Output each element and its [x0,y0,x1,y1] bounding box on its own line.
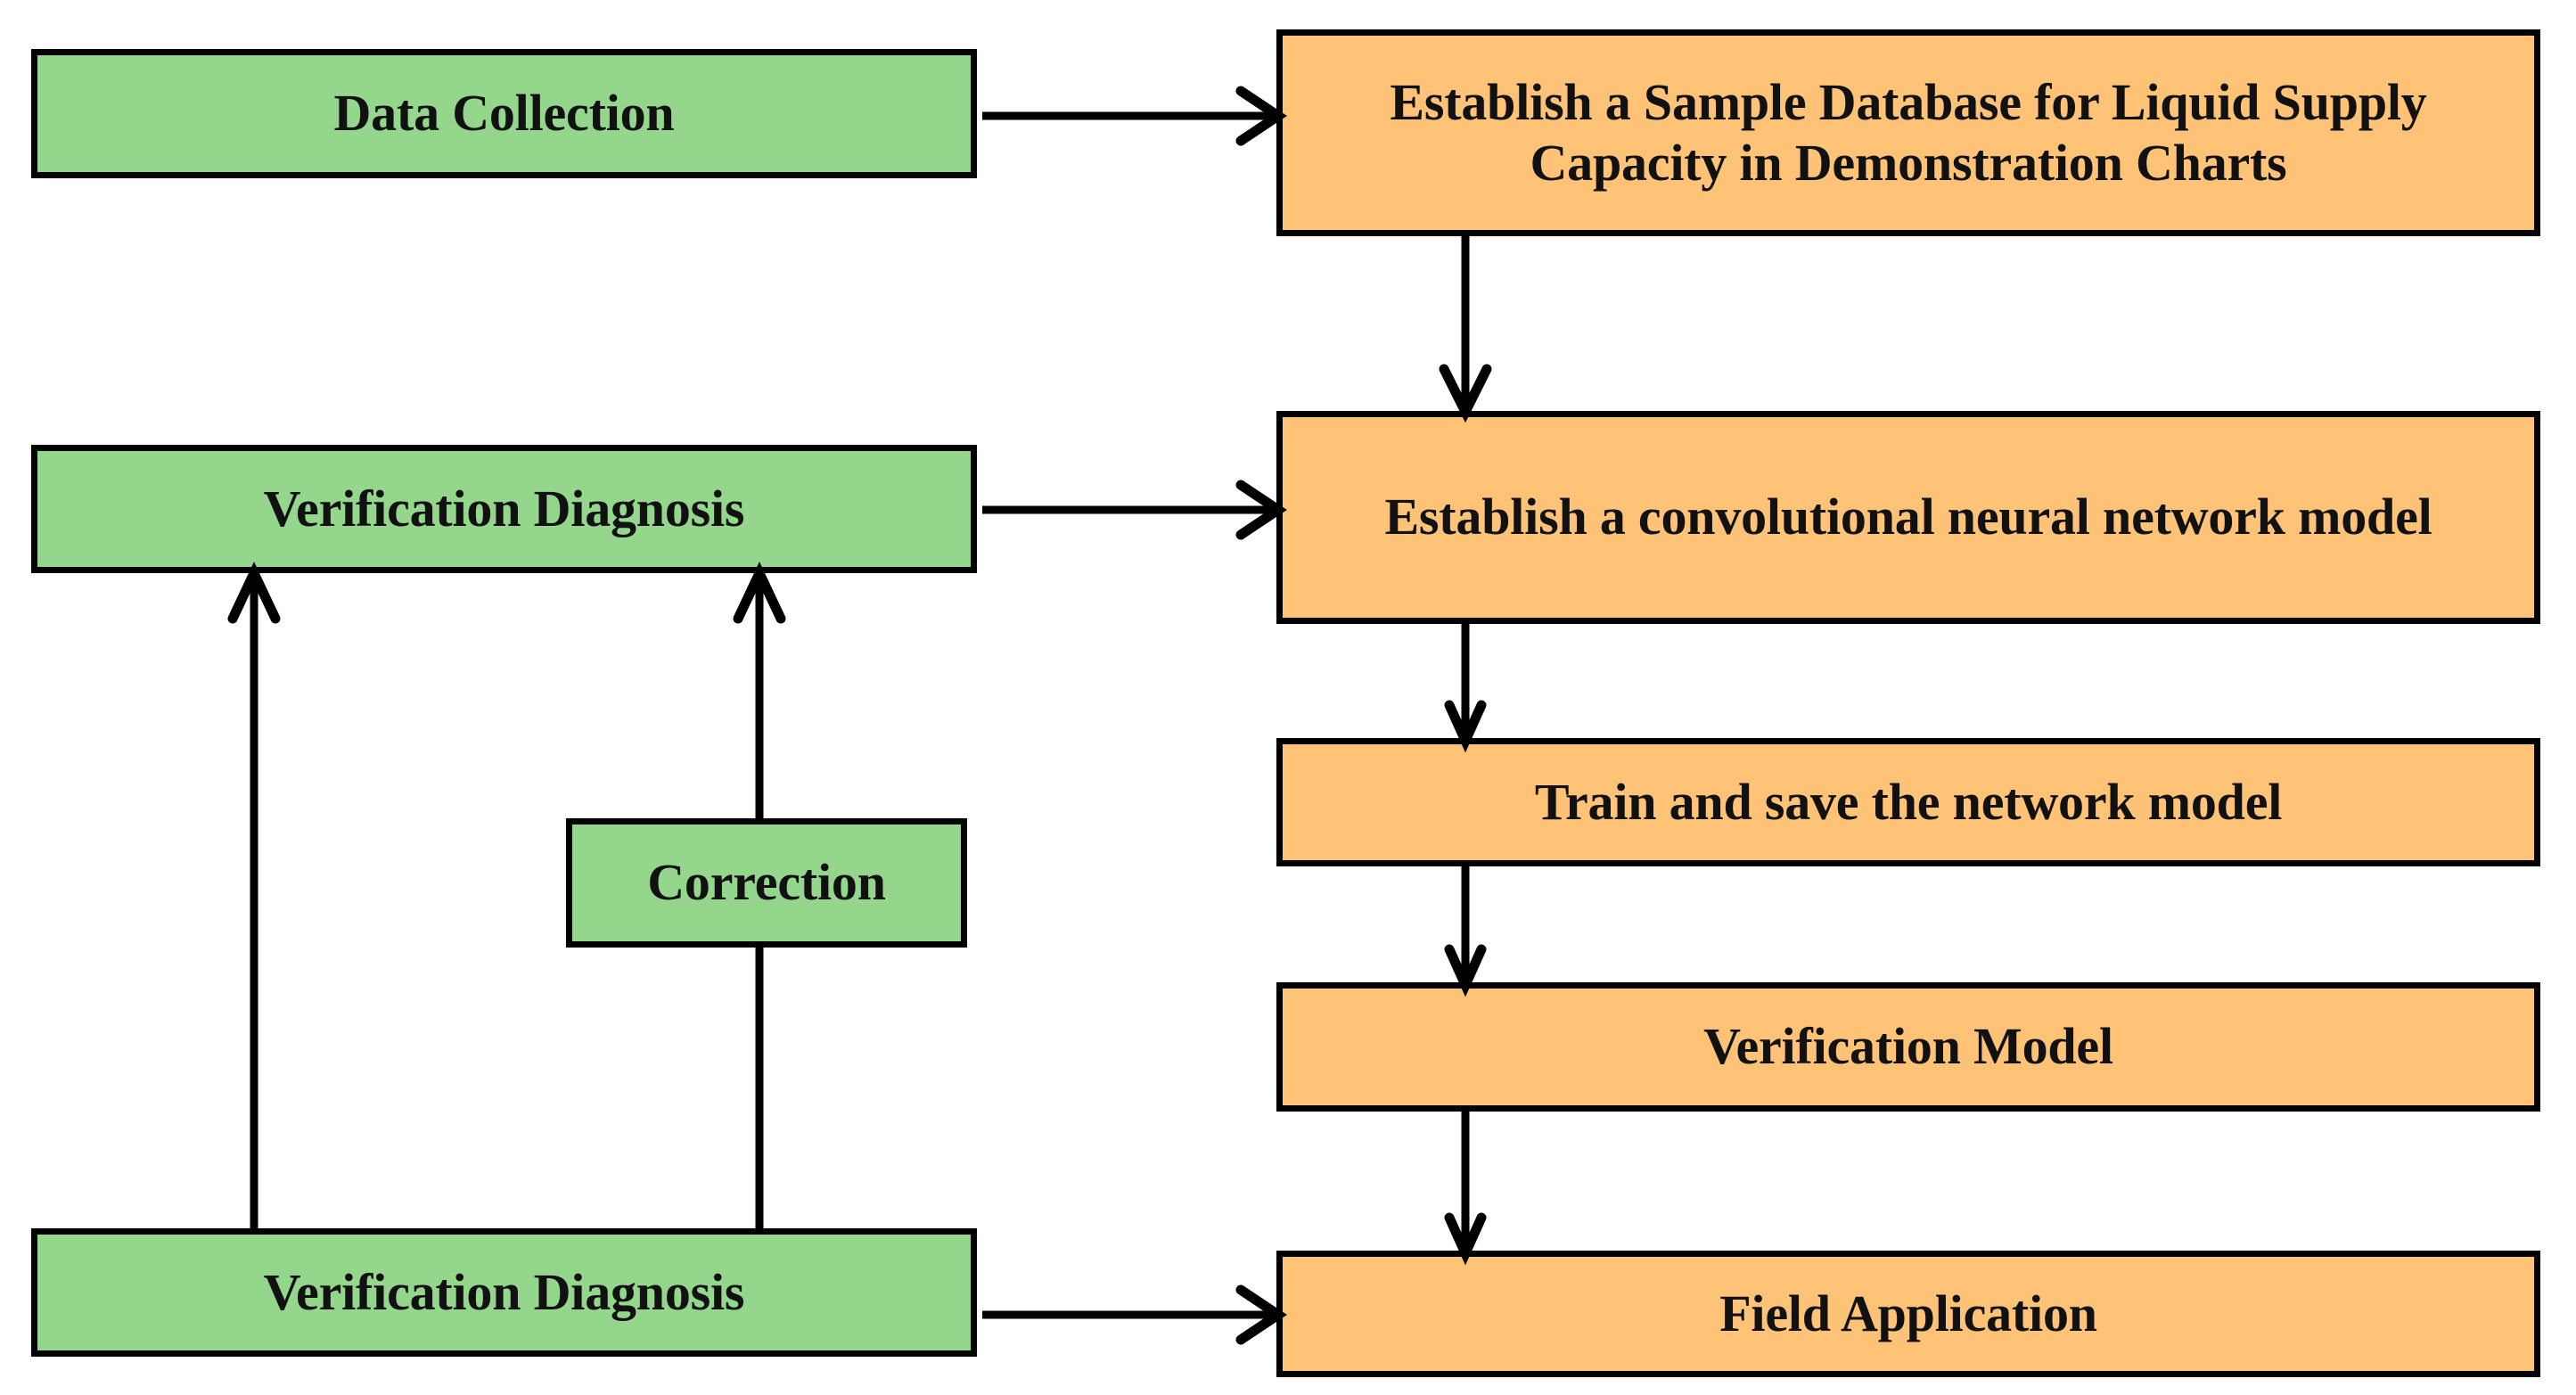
node-verification-diagnosis-bottom-label: Verification Diagnosis [263,1262,745,1321]
edge-verification-bottom-to-verification-mid [218,562,290,1233]
node-field-application[interactable]: Field Application [1276,1251,2540,1377]
edge-data-collection-to-sample-database [980,86,1288,152]
node-verification-model[interactable]: Verification Model [1276,982,2540,1112]
edge-sample-database-to-cnn-model [1426,234,1506,423]
node-verification-diagnosis-bottom[interactable]: Verification Diagnosis [31,1228,977,1357]
node-data-collection[interactable]: Data Collection [31,49,977,178]
edge-verification-bottom-to-field-application [980,1284,1288,1350]
node-cnn-model[interactable]: Establish a convolutional neural network… [1276,411,2540,624]
node-data-collection-label: Data Collection [333,84,675,143]
node-correction-label: Correction [647,853,886,912]
edge-verification-mid-to-cnn-model [980,480,1288,546]
node-sample-database-label: Establish a Sample Database for Liquid S… [1390,72,2427,192]
node-correction[interactable]: Correction [566,818,967,948]
node-verification-model-label: Verification Model [1703,1017,2113,1076]
node-train-save[interactable]: Train and save the network model [1276,738,2540,866]
node-verification-diagnosis-mid-label: Verification Diagnosis [263,479,745,537]
node-field-application-label: Field Application [1719,1284,2097,1342]
node-sample-database[interactable]: Establish a Sample Database for Liquid S… [1276,29,2540,236]
edge-train-save-to-verification-model [1426,864,1506,997]
node-train-save-label: Train and save the network model [1534,772,2283,831]
edge-cnn-model-to-train-save [1426,621,1506,753]
node-cnn-model-label: Establish a convolutional neural network… [1384,488,2432,546]
node-verification-diagnosis-mid[interactable]: Verification Diagnosis [31,445,977,573]
edge-verification-model-to-field-application [1426,1109,1506,1266]
